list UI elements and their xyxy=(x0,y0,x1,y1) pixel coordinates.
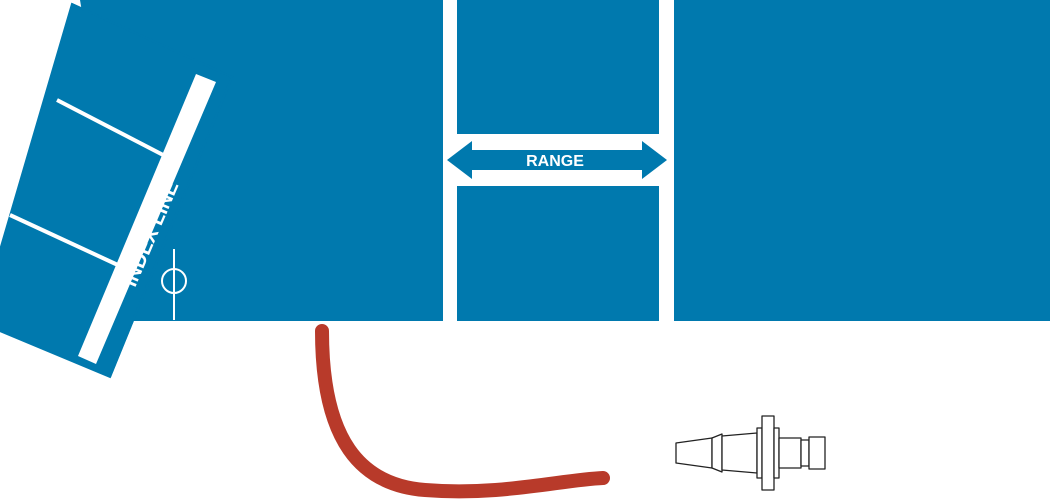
range-label: RANGE xyxy=(526,153,584,170)
hose-barb-fitting-icon xyxy=(675,415,826,491)
double-arrow-icon xyxy=(447,141,667,179)
range-arrow: RANGE xyxy=(443,134,674,186)
tilted-index-card: INDEX LINE xyxy=(0,2,234,379)
card-divider-1 xyxy=(56,98,168,159)
middle-panel-bottom xyxy=(457,186,659,321)
middle-panel-top xyxy=(457,0,659,134)
index-marker-icon xyxy=(161,249,187,320)
card-divider-2 xyxy=(9,213,121,268)
curved-tube-icon xyxy=(315,324,610,499)
card-edge xyxy=(71,3,234,378)
index-line-strip xyxy=(78,74,216,364)
right-panel xyxy=(674,0,1050,321)
